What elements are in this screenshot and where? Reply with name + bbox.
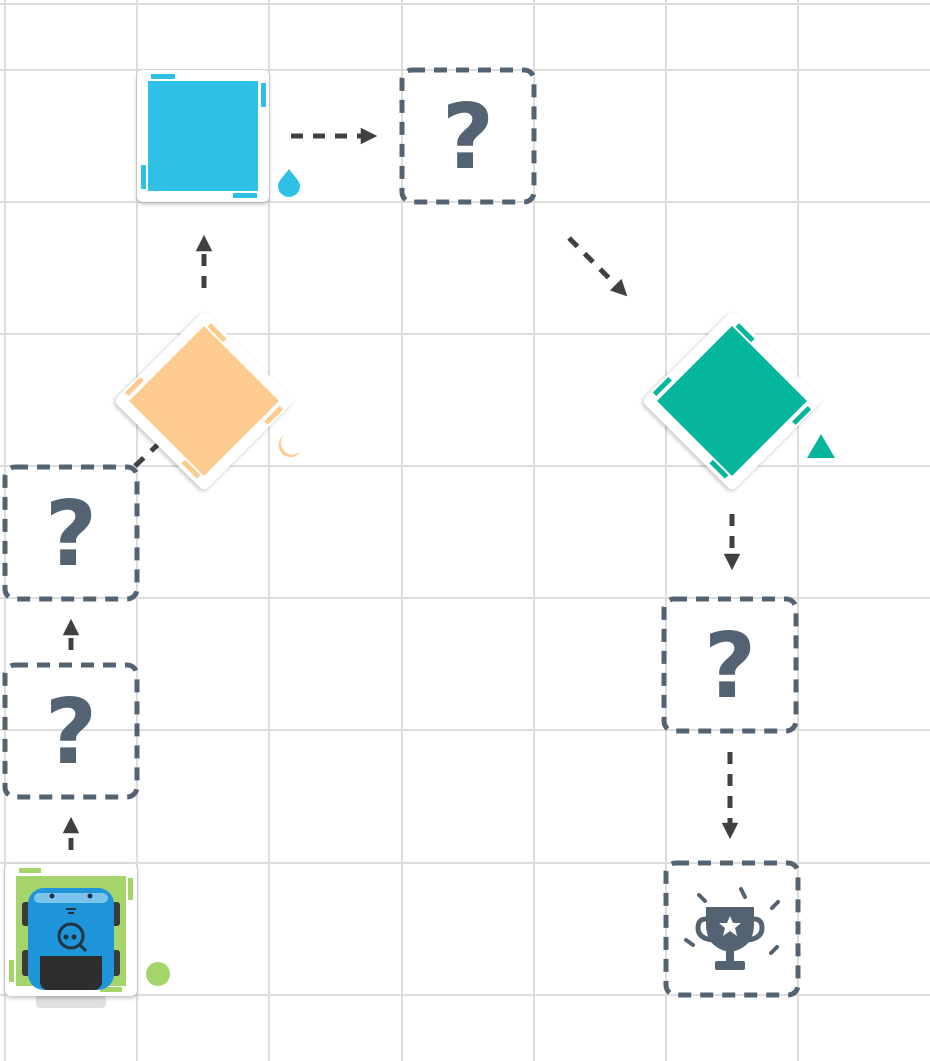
- question-mark: ?: [45, 482, 97, 587]
- teal-tile[interactable]: [641, 310, 835, 491]
- unknown-tile-1[interactable]: ?: [2, 464, 140, 602]
- dot-icon: [146, 962, 170, 986]
- path-arrows: [62, 127, 741, 850]
- moon-icon: [278, 435, 301, 458]
- goal-tile[interactable]: [663, 860, 801, 998]
- question-mark: ?: [442, 85, 494, 190]
- arrow-q-to-orange: [133, 427, 176, 468]
- start-tile[interactable]: [5, 864, 170, 1008]
- arrow-q3-to-teal: [567, 236, 628, 297]
- orange-tile[interactable]: [113, 310, 301, 491]
- question-mark: ?: [45, 680, 97, 785]
- question-mark: ?: [704, 614, 756, 719]
- triangle-icon: [807, 434, 835, 458]
- unknown-tile-2[interactable]: ?: [2, 662, 140, 800]
- unknown-tile-4[interactable]: ?: [661, 596, 799, 734]
- trophy-icon: [684, 887, 780, 970]
- water-drop-icon: [278, 169, 300, 197]
- blue-tile[interactable]: [137, 70, 300, 202]
- robot-icon: [22, 888, 120, 990]
- unknown-tile-3[interactable]: ?: [399, 67, 537, 205]
